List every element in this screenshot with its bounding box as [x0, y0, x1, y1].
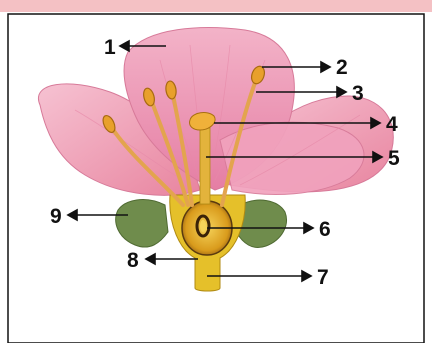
sepal-left: [116, 200, 168, 248]
label-2: 2: [336, 56, 348, 79]
label-1: 1: [104, 36, 116, 59]
label-8: 8: [127, 249, 139, 272]
label-5: 5: [388, 147, 400, 170]
label-6: 6: [319, 218, 331, 241]
label-4: 4: [386, 113, 398, 136]
label-7: 7: [317, 266, 329, 289]
style: [200, 128, 210, 204]
label-3: 3: [352, 82, 364, 105]
label-9: 9: [50, 205, 62, 228]
ovule-core: [200, 220, 206, 232]
